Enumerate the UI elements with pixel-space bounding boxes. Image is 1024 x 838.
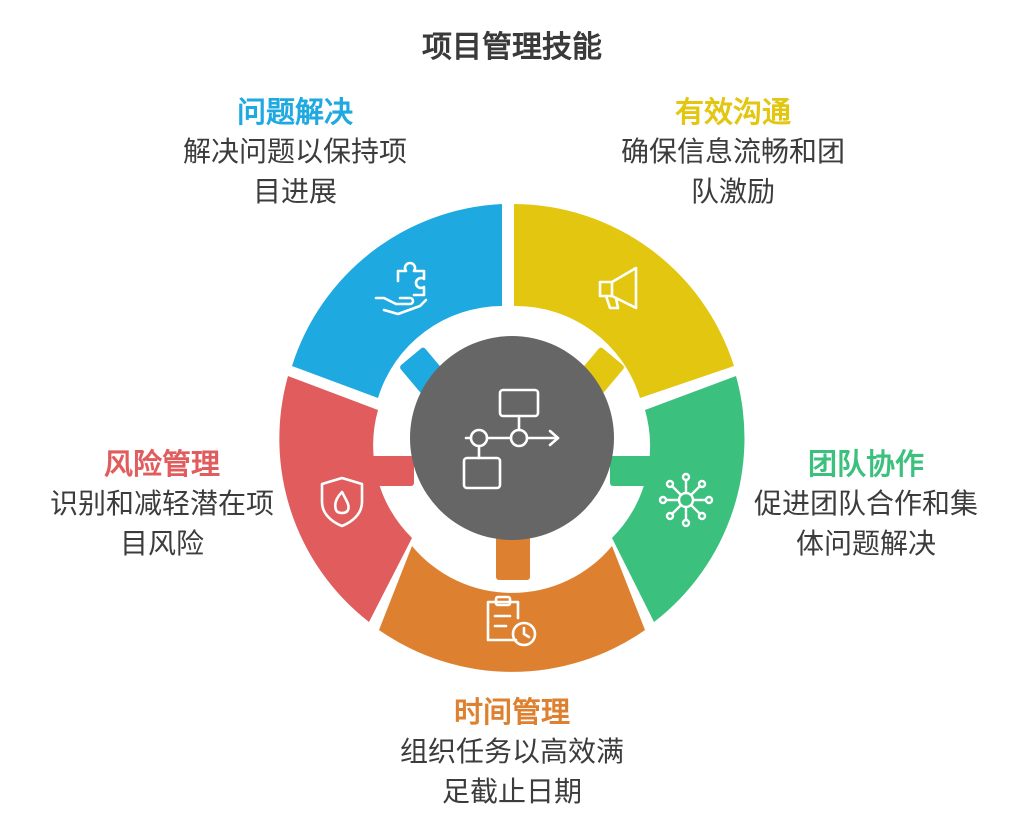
label-communication-desc-1: 确保信息流畅和团 [620, 135, 845, 168]
label-problem-solving-title: 问题解决 [236, 95, 353, 129]
label-time-management-title: 时间管理 [453, 695, 570, 729]
label-problem-solving: 问题解决 解决问题以保持项 目进展 [150, 92, 440, 212]
label-communication-title: 有效沟通 [674, 95, 791, 129]
label-risk-management-title: 风险管理 [103, 447, 220, 481]
diagram-title: 项目管理技能 [422, 30, 602, 65]
label-teamwork: 团队协作 促进团队合作和集 体问题解决 [718, 444, 1014, 564]
puzzle-hand-icon [374, 261, 428, 316]
connector-time-management [496, 536, 530, 580]
network-icon [658, 472, 714, 528]
label-time-management-desc-2: 足截止日期 [441, 775, 582, 808]
label-communication-desc-2: 队激励 [690, 175, 775, 208]
label-teamwork-desc-1: 促进团队合作和集 [753, 487, 978, 520]
label-time-management: 时间管理 组织任务以高效满 足截止日期 [364, 692, 660, 812]
label-problem-solving-desc-2: 目进展 [252, 175, 337, 208]
label-time-management-desc-1: 组织任务以高效满 [399, 735, 624, 768]
segment-time-management [379, 546, 645, 672]
label-risk-management: 风险管理 识别和减轻潜在项 目风险 [14, 444, 310, 564]
connector-teamwork [610, 456, 654, 486]
label-communication: 有效沟通 确保信息流畅和团 队激励 [588, 92, 878, 212]
label-teamwork-desc-2: 体问题解决 [795, 527, 936, 560]
flowchart-icon [462, 388, 560, 490]
clipboard-clock-icon [486, 595, 537, 647]
shield-flame-icon [320, 476, 364, 528]
label-teamwork-title: 团队协作 [807, 447, 924, 481]
connector-risk-management [368, 456, 414, 486]
label-risk-management-desc-2: 目风险 [119, 527, 204, 560]
label-risk-management-desc-1: 识别和减轻潜在项 [49, 487, 274, 520]
segment-problem-solving [292, 204, 502, 398]
label-problem-solving-desc-1: 解决问题以保持项 [182, 135, 407, 168]
megaphone-icon [598, 266, 638, 310]
